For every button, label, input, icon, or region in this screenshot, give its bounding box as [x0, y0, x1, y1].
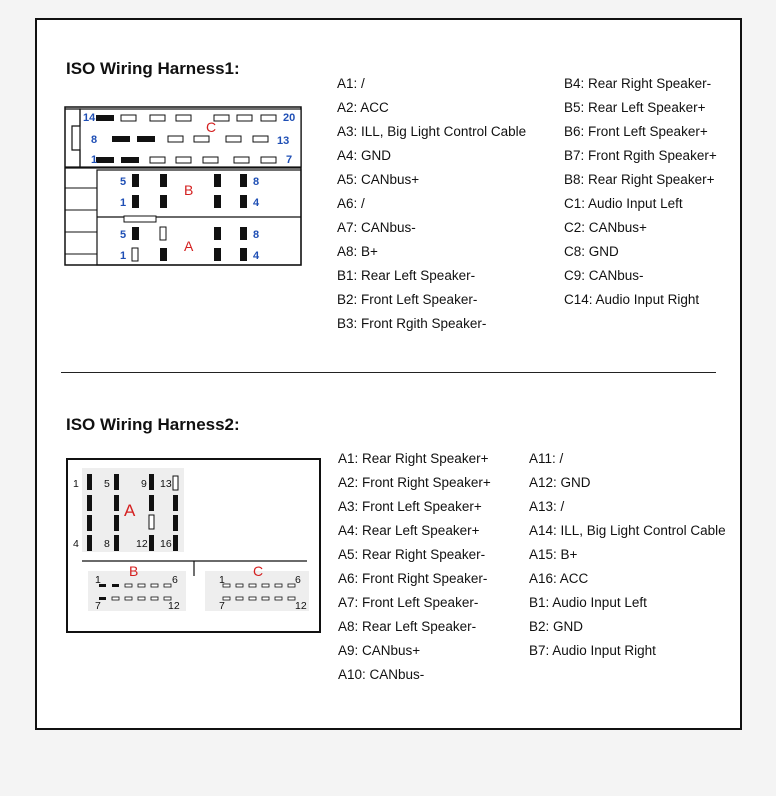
harness1-a-label: A — [184, 238, 194, 254]
harness1-b-pin1: 1 — [120, 197, 126, 209]
harness1-c-label: C — [206, 119, 216, 135]
list-item: A1: / — [337, 76, 365, 91]
harness2-c-pin6: 6 — [295, 574, 301, 586]
harness2-a-pin5: 5 — [104, 478, 110, 490]
list-item: A15: B+ — [529, 547, 578, 562]
harness1-c-pin7: 7 — [286, 154, 292, 166]
harness1-title: ISO Wiring Harness1: — [66, 59, 240, 78]
harness2-b-pin12: 12 — [168, 600, 180, 612]
harness1-a-pin4: 4 — [253, 250, 260, 262]
list-item: C14: Audio Input Right — [564, 292, 700, 307]
list-item: A4: Rear Left Speaker+ — [338, 523, 480, 538]
list-item: B1: Rear Left Speaker- — [337, 268, 476, 283]
harness2-a-pin12: 12 — [136, 538, 148, 550]
list-item: A4: GND — [337, 148, 392, 163]
harness2-c-pin1: 1 — [219, 574, 225, 586]
harness2-c-label: C — [253, 563, 263, 579]
harness2-c-pin12: 12 — [295, 600, 307, 612]
harness2-b-pin7: 7 — [95, 600, 101, 612]
list-item: A1: Rear Right Speaker+ — [338, 451, 489, 466]
harness2-a-pin1: 1 — [73, 478, 79, 490]
list-item: B1: Audio Input Left — [529, 595, 647, 610]
list-item: A6: Front Right Speaker- — [338, 571, 488, 586]
list-item: C9: CANbus- — [564, 268, 644, 283]
harness1-a-pin8: 8 — [253, 229, 259, 241]
harness1-pin-list-right: B4: Rear Right Speaker- B5: Rear Left Sp… — [564, 72, 717, 312]
list-item: B3: Front Rgith Speaker- — [337, 316, 487, 331]
harness1-c-pin13: 13 — [277, 135, 289, 147]
list-item: B7: Audio Input Right — [529, 643, 656, 658]
list-item: B6: Front Left Speaker+ — [564, 124, 708, 139]
harness1-b-pin4: 4 — [253, 197, 260, 209]
harness1-c-pin20: 20 — [283, 112, 295, 124]
harness2-a-pin4: 4 — [73, 538, 79, 550]
section-divider — [61, 372, 716, 373]
list-item: B2: Front Left Speaker- — [337, 292, 478, 307]
list-item: A12: GND — [529, 475, 591, 490]
harness2-b-label: B — [129, 563, 138, 579]
list-item: C1: Audio Input Left — [564, 196, 683, 211]
list-item: A8: Rear Left Speaker- — [338, 619, 477, 634]
harness2-a-pin8: 8 — [104, 538, 110, 550]
harness2-title: ISO Wiring Harness2: — [66, 415, 240, 434]
harness2-c-pin7: 7 — [219, 600, 225, 612]
list-item: C2: CANbus+ — [564, 220, 647, 235]
list-item: A7: CANbus- — [337, 220, 416, 235]
list-item: A8: B+ — [337, 244, 378, 259]
list-item: A3: ILL, Big Light Control Cable — [337, 124, 527, 139]
list-item: A5: CANbus+ — [337, 172, 420, 187]
harness2-pin-list-right: A11: / A12: GND A13: / A14: ILL, Big Lig… — [529, 447, 726, 663]
harness2-a-label: A — [124, 501, 136, 520]
harness1-b-label: B — [184, 182, 193, 198]
harness2-a-pin13: 13 — [160, 478, 172, 490]
list-item: A6: / — [337, 196, 365, 211]
list-item: B4: Rear Right Speaker- — [564, 76, 712, 91]
harness2-b-pin1: 1 — [95, 574, 101, 586]
list-item: B2: GND — [529, 619, 584, 634]
harness1-b-pin8: 8 — [253, 176, 259, 188]
list-item: A2: Front Right Speaker+ — [338, 475, 491, 490]
harness1-a-pin5: 5 — [120, 229, 126, 241]
harness2-a-pin16: 16 — [160, 538, 172, 550]
harness1-c-pin8: 8 — [91, 134, 97, 146]
harness1-pin-list-left: A1: / A2: ACC A3: ILL, Big Light Control… — [337, 72, 526, 336]
list-item: A11: / — [529, 451, 564, 466]
harness1-a-pin1: 1 — [120, 250, 126, 262]
list-item: C8: GND — [564, 244, 619, 259]
harness2-a-pin9: 9 — [141, 478, 147, 490]
list-item: A9: CANbus+ — [338, 643, 421, 658]
harness2-pin-list-left: A1: Rear Right Speaker+ A2: Front Right … — [338, 447, 491, 687]
list-item: A10: CANbus- — [338, 667, 425, 682]
harness1-connector-diagram: C 14 20 8 13 1 7 B A 5 8 1 4 5 8 1 4 — [64, 106, 302, 266]
list-item: A2: ACC — [337, 100, 389, 115]
harness1-b-pin5: 5 — [120, 176, 126, 188]
list-item: A7: Front Left Speaker- — [338, 595, 479, 610]
list-item: A14: ILL, Big Light Control Cable — [529, 523, 726, 538]
harness2-b-pin6: 6 — [172, 574, 178, 586]
harness1-c-pin14: 14 — [83, 112, 96, 124]
list-item: B5: Rear Left Speaker+ — [564, 100, 706, 115]
list-item: B7: Front Rgith Speaker+ — [564, 148, 717, 163]
list-item: B8: Rear Right Speaker+ — [564, 172, 715, 187]
list-item: A13: / — [529, 499, 565, 514]
harness1-c-pin1: 1 — [91, 154, 97, 166]
list-item: A16: ACC — [529, 571, 589, 586]
harness2-connector-diagram: A 1 5 9 13 4 8 12 16 B 1 6 7 12 C 1 6 7 … — [66, 458, 321, 633]
list-item: A3: Front Left Speaker+ — [338, 499, 482, 514]
list-item: A5: Rear Right Speaker- — [338, 547, 486, 562]
